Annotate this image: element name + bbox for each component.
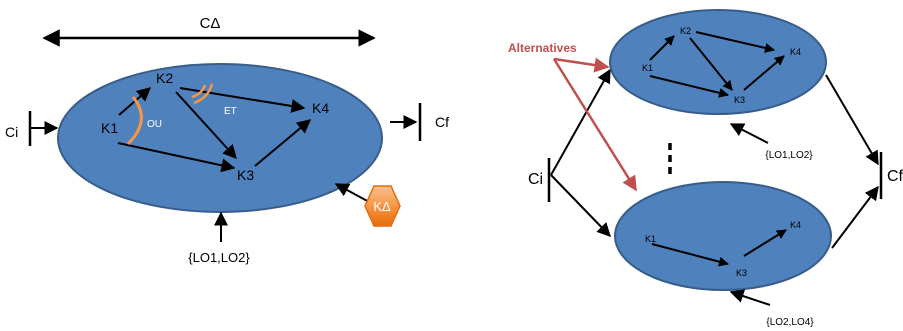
and-arc-outer bbox=[193, 83, 214, 105]
right-ci-to-bottom bbox=[550, 174, 611, 238]
top-node-k3: K3 bbox=[734, 95, 745, 105]
arrow-k1-k3 bbox=[117, 142, 236, 173]
right-initial-context-label: Ci bbox=[528, 171, 543, 188]
top-arrow-k1-k2 bbox=[649, 35, 675, 61]
bottom-node-k4: K4 bbox=[790, 220, 801, 230]
and-arc-inner bbox=[191, 84, 207, 99]
left-node-k1: K1 bbox=[101, 120, 118, 136]
or-label: OU bbox=[147, 119, 162, 130]
alternatives-label: Alternatives bbox=[508, 41, 577, 55]
right-diagram: Ci Cf K1 K2 K3 K4 {LO1,LO2} K1 K3 K4 bbox=[508, 9, 903, 328]
or-arc bbox=[126, 96, 143, 146]
bottom-node-k1: K1 bbox=[645, 234, 656, 244]
top-node-k2: K2 bbox=[680, 26, 691, 36]
top-node-k1: K1 bbox=[642, 63, 653, 73]
right-final-context-label: Cf bbox=[887, 168, 903, 185]
left-lo-label: {LO1,LO2} bbox=[188, 250, 250, 265]
left-final-context-label: Cf bbox=[435, 114, 449, 130]
right-top-ellipse bbox=[609, 9, 827, 115]
top-arrow-k3-k4 bbox=[743, 55, 785, 91]
bottom-arrow-k1-k3 bbox=[651, 243, 729, 267]
left-node-k3: K3 bbox=[237, 167, 254, 183]
bottom-arrow-k3-k4 bbox=[743, 229, 787, 257]
context-width-label: CΔ bbox=[200, 15, 221, 32]
left-context-ellipse bbox=[57, 63, 383, 213]
right-bottom-ellipse bbox=[614, 181, 832, 291]
kdelta-label: KΔ bbox=[373, 199, 391, 214]
top-arrow-k2-k4 bbox=[695, 31, 775, 53]
left-node-k2: K2 bbox=[156, 70, 173, 86]
right-top-to-cf bbox=[825, 74, 879, 166]
bottom-node-k3: K3 bbox=[736, 268, 747, 278]
top-lo-arrow bbox=[729, 123, 769, 144]
alternatives-arrow-bottom bbox=[552, 58, 638, 192]
kdelta-hexagon bbox=[364, 185, 401, 227]
left-node-k4: K4 bbox=[312, 100, 329, 116]
top-lo-label: {LO1,LO2} bbox=[765, 150, 813, 161]
top-arrow-k1-k3 bbox=[649, 75, 729, 98]
kdelta-arrow bbox=[334, 183, 372, 204]
top-node-k4: K4 bbox=[790, 47, 801, 57]
left-initial-context-label: Ci bbox=[5, 124, 18, 140]
bottom-lo-label: {LO2,LO4} bbox=[766, 317, 814, 328]
bottom-lo-arrow bbox=[729, 289, 771, 306]
arrow-k2-k3 bbox=[175, 91, 237, 160]
alternatives-arrow-top bbox=[553, 57, 610, 73]
arrow-k3-k4 bbox=[254, 119, 312, 167]
left-diagram: CΔ Ci Cf K1 K2 K3 K4 OU ET {LO1,LO2} bbox=[5, 15, 449, 265]
and-label: ET bbox=[224, 106, 237, 117]
right-bottom-to-cf bbox=[831, 185, 879, 249]
right-ci-to-top bbox=[550, 68, 611, 176]
top-arrow-k2-k3 bbox=[689, 37, 733, 91]
